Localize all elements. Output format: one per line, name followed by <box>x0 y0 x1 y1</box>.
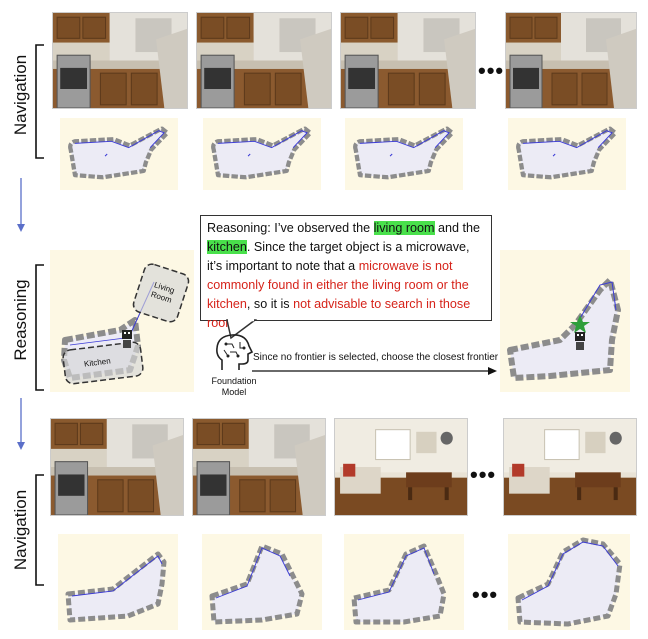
nav2-frame-2 <box>192 418 326 516</box>
reasoning-map-right <box>500 250 630 392</box>
bubble-text-4: , so it is <box>246 297 294 311</box>
robot-icon-left <box>122 330 132 348</box>
nav-frame-2 <box>196 12 332 109</box>
bubble-text-3: . Since the target object is a microwave… <box>207 240 470 273</box>
ellipsis-row5: ••• <box>472 582 499 607</box>
speech-bubble-tail <box>226 318 258 340</box>
nav2-map-3 <box>344 534 464 630</box>
nav-frame-1 <box>52 12 188 109</box>
foundation-model-label: Foundation Model <box>211 376 257 397</box>
warning-text-1: microwave is not commonly found in eithe… <box>207 259 469 311</box>
brain-icon <box>216 334 254 370</box>
kitchen-highlight: kitchen <box>207 240 247 254</box>
nav-map-2 <box>203 118 321 190</box>
target-star-icon <box>570 315 590 333</box>
living-room-highlight: living room <box>373 221 435 235</box>
frontier-arrow-text: Since no frontier is selected, choose th… <box>253 352 499 363</box>
nav-map-3 <box>345 118 463 190</box>
nav-map-1 <box>60 118 178 190</box>
nav2-map-4 <box>508 534 630 630</box>
nav-map-4 <box>508 118 626 190</box>
bubble-text-1: Reasoning: I’ve observed the <box>207 221 374 235</box>
region-overlays <box>62 263 190 385</box>
left-brackets-and-arrows <box>17 44 44 586</box>
reasoning-speech-bubble: Reasoning: I’ve observed the living room… <box>200 215 492 330</box>
nav2-frame-3 <box>334 418 468 516</box>
living-room-region <box>132 263 190 323</box>
robot-icon-right <box>575 332 585 350</box>
frontier-arrow <box>252 367 497 375</box>
nav-frame-4 <box>505 12 637 109</box>
nav2-map-2 <box>202 534 322 630</box>
nav2-frame-1 <box>50 418 184 516</box>
bubble-text-2: and the <box>434 221 481 235</box>
ellipsis-row1: ••• <box>478 58 505 83</box>
kitchen-region <box>62 341 144 385</box>
nav-frame-3 <box>340 12 476 109</box>
ellipsis-row4: ••• <box>470 462 497 487</box>
nav2-frame-4 <box>503 418 637 516</box>
nav2-map-1 <box>58 534 178 630</box>
